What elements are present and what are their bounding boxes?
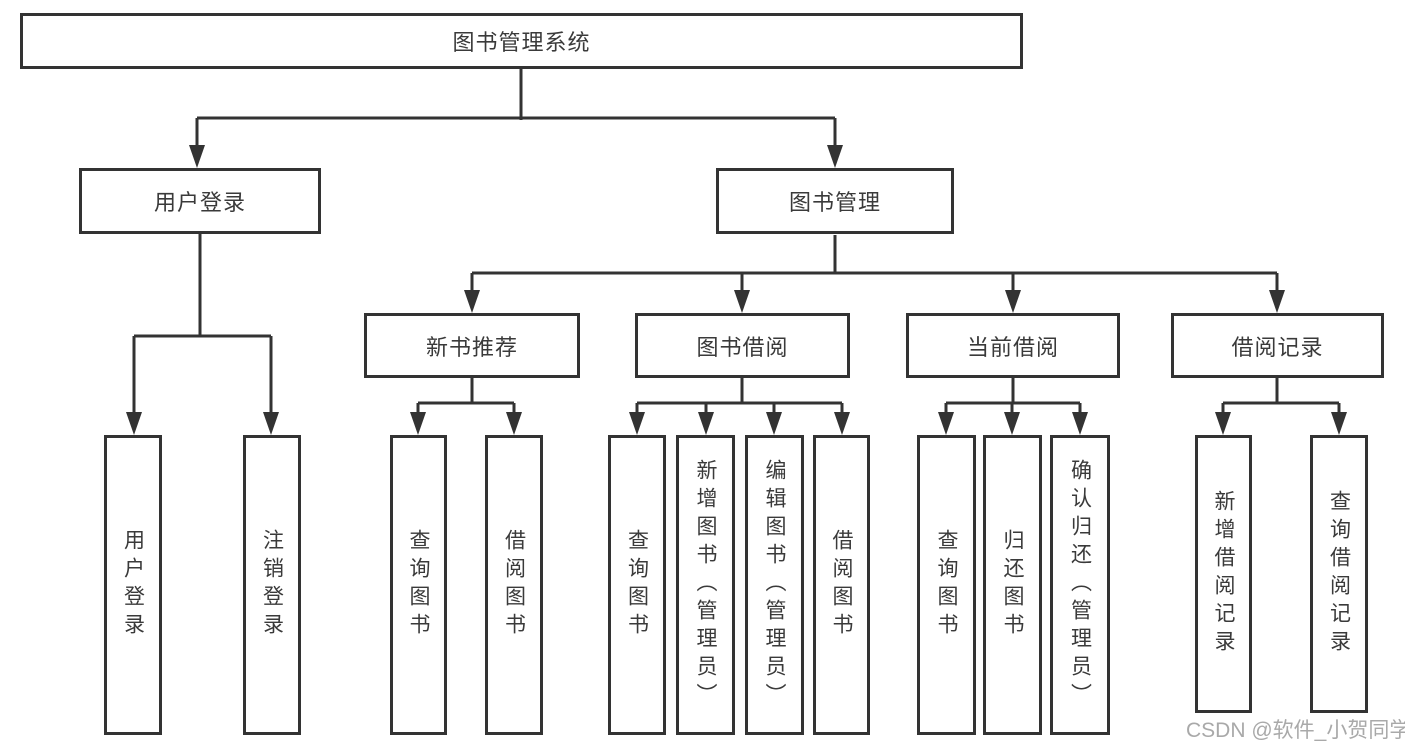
arrowhead-icon [189, 145, 205, 168]
leaf-recommend-query-books-label: 查询图书 [407, 529, 430, 641]
leaf-borrowing-edit-books-admin-label: 编辑图书（管理员） [763, 459, 786, 711]
arrowhead-icon [410, 412, 426, 435]
node-root-label: 图书管理系统 [452, 30, 591, 55]
arrowhead-icon [1004, 412, 1020, 435]
leaf-current-return-books-label: 归还图书 [1001, 529, 1024, 641]
leaf-borrowing-add-books-admin: 新增图书（管理员） [676, 435, 735, 735]
node-borrowing-records: 借阅记录 [1171, 313, 1384, 378]
node-user-login: 用户登录 [79, 168, 321, 234]
node-new-book-recommend: 新书推荐 [364, 313, 580, 378]
leaf-borrowing-borrow-books: 借阅图书 [813, 435, 870, 735]
leaf-current-return-books: 归还图书 [983, 435, 1042, 735]
leaf-logout: 注销登录 [243, 435, 301, 735]
arrowhead-icon [1215, 412, 1231, 435]
leaf-recommend-borrow-books-label: 借阅图书 [502, 529, 526, 641]
leaf-current-confirm-return-admin-label: 确认归还（管理员） [1068, 459, 1092, 711]
leaf-borrowing-borrow-books-label: 借阅图书 [830, 529, 853, 641]
arrowhead-icon [506, 412, 522, 435]
arrowhead-icon [126, 412, 142, 435]
arrowhead-icon [938, 412, 954, 435]
arrowhead-icon [827, 145, 843, 168]
arrowhead-icon [1331, 412, 1347, 435]
arrowhead-icon [766, 412, 782, 435]
leaf-logout-label: 注销登录 [260, 529, 284, 641]
leaf-current-query-books: 查询图书 [917, 435, 976, 735]
node-book-management: 图书管理 [716, 168, 954, 234]
node-user-login-label: 用户登录 [153, 190, 246, 215]
leaf-records-query-record-label: 查询借阅记录 [1327, 490, 1351, 658]
arrowhead-icon [263, 412, 279, 435]
leaf-current-confirm-return-admin: 确认归还（管理员） [1050, 435, 1110, 735]
node-current-borrowing: 当前借阅 [906, 313, 1120, 378]
arrowhead-icon [1072, 412, 1088, 435]
csdn-watermark: CSDN @软件_小贺同学 [1186, 719, 1405, 742]
node-new-book-recommend-label: 新书推荐 [425, 334, 518, 360]
leaf-records-query-record: 查询借阅记录 [1310, 435, 1368, 713]
node-current-borrowing-label: 当前借阅 [966, 334, 1059, 360]
leaf-borrowing-edit-books-admin: 编辑图书（管理员） [745, 435, 804, 735]
leaf-borrowing-query-books-label: 查询图书 [625, 529, 649, 641]
leaf-recommend-borrow-books: 借阅图书 [485, 435, 543, 735]
leaf-current-query-books-label: 查询图书 [935, 529, 958, 641]
arrowhead-icon [698, 412, 714, 435]
leaf-borrowing-query-books: 查询图书 [608, 435, 666, 735]
node-root: 图书管理系统 [20, 13, 1023, 69]
leaf-borrowing-add-books-admin-label: 新增图书（管理员） [694, 459, 717, 711]
leaf-records-add-record: 新增借阅记录 [1195, 435, 1252, 713]
node-book-borrowing-label: 图书借阅 [696, 334, 789, 360]
leaf-user-login: 用户登录 [104, 435, 162, 735]
leaf-records-add-record-label: 新增借阅记录 [1212, 490, 1235, 658]
leaf-recommend-query-books: 查询图书 [390, 435, 447, 735]
arrowhead-icon [464, 290, 480, 313]
arrowhead-icon [629, 412, 645, 435]
leaf-user-login-label: 用户登录 [121, 529, 145, 641]
arrowhead-icon [734, 290, 750, 313]
node-book-management-label: 图书管理 [788, 190, 881, 215]
node-book-borrowing: 图书借阅 [635, 313, 850, 378]
node-borrowing-records-label: 借阅记录 [1231, 334, 1324, 360]
arrowhead-icon [1005, 290, 1021, 313]
arrowhead-icon [1269, 290, 1285, 313]
arrowhead-icon [834, 412, 850, 435]
